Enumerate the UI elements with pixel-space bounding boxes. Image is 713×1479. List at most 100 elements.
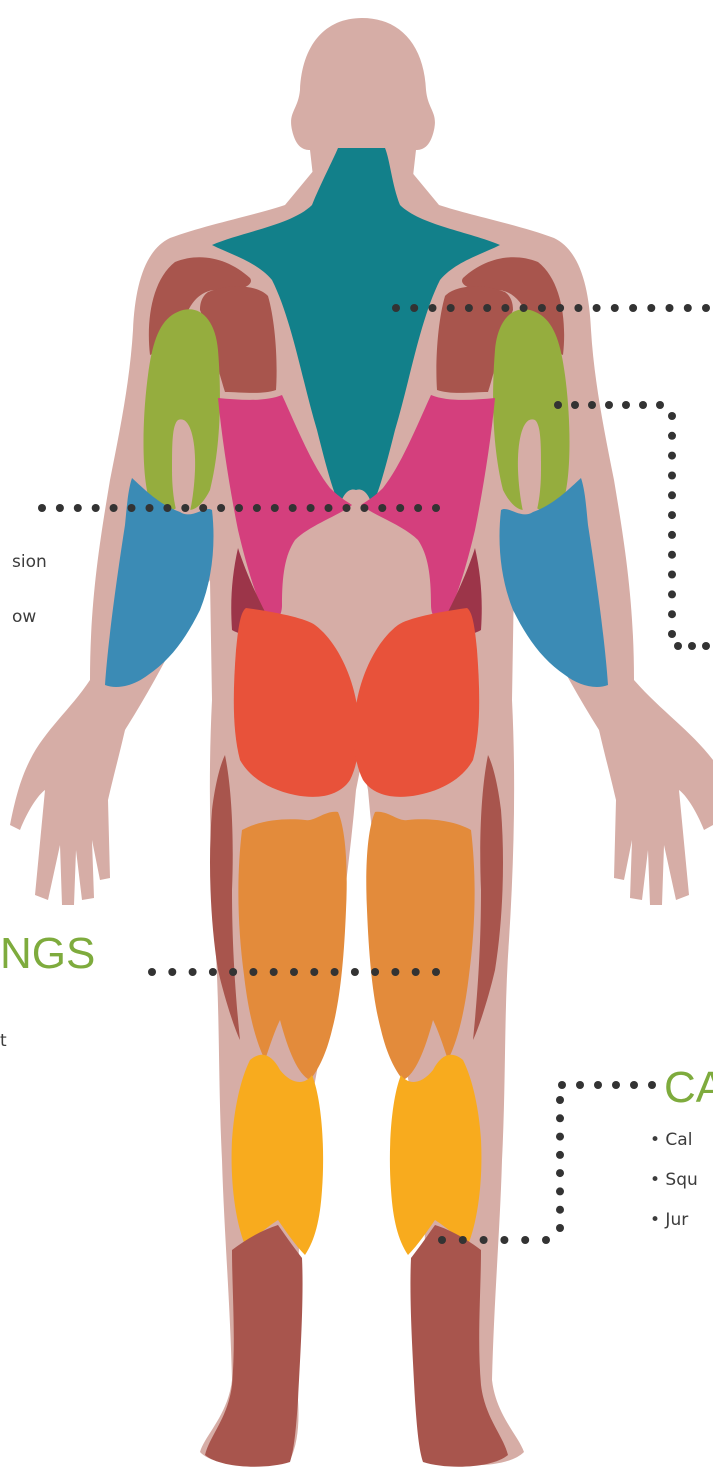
lats-leader-dot — [253, 504, 261, 512]
lats-leader-dot — [396, 504, 404, 512]
traps-leader-dot — [447, 304, 455, 312]
calves-leader-bottom-dot — [521, 1236, 529, 1244]
calves-leader-v-dot — [556, 1206, 564, 1214]
calves-leader-bottom-dot — [438, 1236, 446, 1244]
triceps-leader-v-dot — [668, 590, 676, 598]
left-lower-leg — [205, 1225, 303, 1467]
triceps-leader-v-dot — [668, 452, 676, 460]
triceps-leader-end-dot — [688, 642, 696, 650]
lats-leader-dot — [235, 504, 243, 512]
traps-leader-dot — [501, 304, 509, 312]
triceps-leader-v-dot — [668, 432, 676, 440]
lats-leader-dot — [432, 504, 440, 512]
hamstrings-leader-dot — [249, 968, 257, 976]
hamstrings-leader-dot — [168, 968, 176, 976]
lats-leader-dot — [217, 504, 225, 512]
hamstrings-leader-dot — [189, 968, 197, 976]
traps-leader-dot — [666, 304, 674, 312]
triceps-leader-h-dot — [605, 401, 613, 409]
lats-leader-dot — [378, 504, 386, 512]
hamstrings-leader-dot — [148, 968, 156, 976]
triceps-leader-v-dot — [668, 610, 676, 618]
traps-leader-dot — [410, 304, 418, 312]
calves-leader-v-dot — [556, 1133, 564, 1141]
triceps-leader-v-dot — [668, 571, 676, 579]
traps-leader-dot — [684, 304, 692, 312]
lats-leader-dot — [343, 504, 351, 512]
hamstrings-leader-dot — [209, 968, 217, 976]
triceps-leader-h-dot — [639, 401, 647, 409]
calves-leader-top-dot — [576, 1081, 584, 1089]
calves-item-1: • Cal — [650, 1130, 692, 1150]
calves-item-3: • Jur — [650, 1210, 688, 1230]
traps-leader-dot — [392, 304, 400, 312]
triceps-leader-h-dot — [554, 401, 562, 409]
lats-leader-dot — [199, 504, 207, 512]
triceps-leader-v-dot — [668, 412, 676, 420]
traps-leader-dot — [647, 304, 655, 312]
calves-leader-bottom-dot — [500, 1236, 508, 1244]
calves-leader-top-dot — [630, 1081, 638, 1089]
triceps-leader-v-dot — [668, 511, 676, 519]
calves-leader-v-dot — [556, 1114, 564, 1122]
calves-leader-top-dot — [612, 1081, 620, 1089]
calves-item-2: • Squ — [650, 1170, 698, 1190]
calves-leader-bottom-dot — [480, 1236, 488, 1244]
lats-leader-dot — [163, 504, 171, 512]
calves-leader-bottom-dot — [459, 1236, 467, 1244]
traps-leader-dot — [429, 304, 437, 312]
calves-leader-v-dot — [556, 1169, 564, 1177]
calves-leader-v-dot — [556, 1096, 564, 1104]
calves-leader-top-dot — [558, 1081, 566, 1089]
hamstrings-leader-dot — [391, 968, 399, 976]
traps-leader-dot — [611, 304, 619, 312]
lats-leader-dot — [92, 504, 100, 512]
triceps-leader-end-dot — [674, 642, 682, 650]
traps-leader-dot — [629, 304, 637, 312]
hamstrings-leader-dot — [270, 968, 278, 976]
traps-leader-dot — [520, 304, 528, 312]
triceps-leader-v-dot — [668, 551, 676, 559]
traps-leader-dot — [593, 304, 601, 312]
triceps-leader-h-dot — [588, 401, 596, 409]
calves-leader-v-dot — [556, 1187, 564, 1195]
left-label-partial-2: ow — [12, 607, 36, 627]
traps-leader-dot — [465, 304, 473, 312]
lats-leader-dot — [56, 504, 64, 512]
triceps-leader-v-dot — [668, 491, 676, 499]
lats-leader-dot — [146, 504, 154, 512]
lats-leader-dot — [38, 504, 46, 512]
traps-leader-dot — [483, 304, 491, 312]
triceps-leader-h-dot — [571, 401, 579, 409]
hamstrings-leader-dot — [331, 968, 339, 976]
lats-leader-dot — [74, 504, 82, 512]
lats-leader-dot — [325, 504, 333, 512]
calves-leader-v-dot — [556, 1151, 564, 1159]
hamstrings-leader-dot — [432, 968, 440, 976]
triceps-leader-v-dot — [668, 630, 676, 638]
calves-leader-bottom-dot — [542, 1236, 550, 1244]
lats-leader-dot — [307, 504, 315, 512]
left-label-partial-1: sion — [12, 552, 47, 572]
left-bullet-partial: t — [0, 1031, 7, 1051]
calves-leader-top-dot — [594, 1081, 602, 1089]
traps-leader-dot — [556, 304, 564, 312]
hamstrings-leader-dot — [310, 968, 318, 976]
hamstrings-leader-dot — [371, 968, 379, 976]
lats-leader-dot — [110, 504, 118, 512]
triceps-leader-h-dot — [622, 401, 630, 409]
triceps-leader-end-dot — [702, 642, 710, 650]
triceps-leader-v-dot — [668, 472, 676, 480]
lats-leader-dot — [181, 504, 189, 512]
calves-title: CA — [664, 1063, 713, 1112]
hamstrings-leader-dot — [351, 968, 359, 976]
traps-leader-dot — [538, 304, 546, 312]
traps-leader-dot — [702, 304, 710, 312]
hamstrings-leader-dot — [290, 968, 298, 976]
hamstrings-leader-dot — [412, 968, 420, 976]
triceps-leader-v-dot — [668, 531, 676, 539]
lats-leader-dot — [360, 504, 368, 512]
calves-leader-top-dot — [648, 1081, 656, 1089]
lats-leader-dot — [414, 504, 422, 512]
